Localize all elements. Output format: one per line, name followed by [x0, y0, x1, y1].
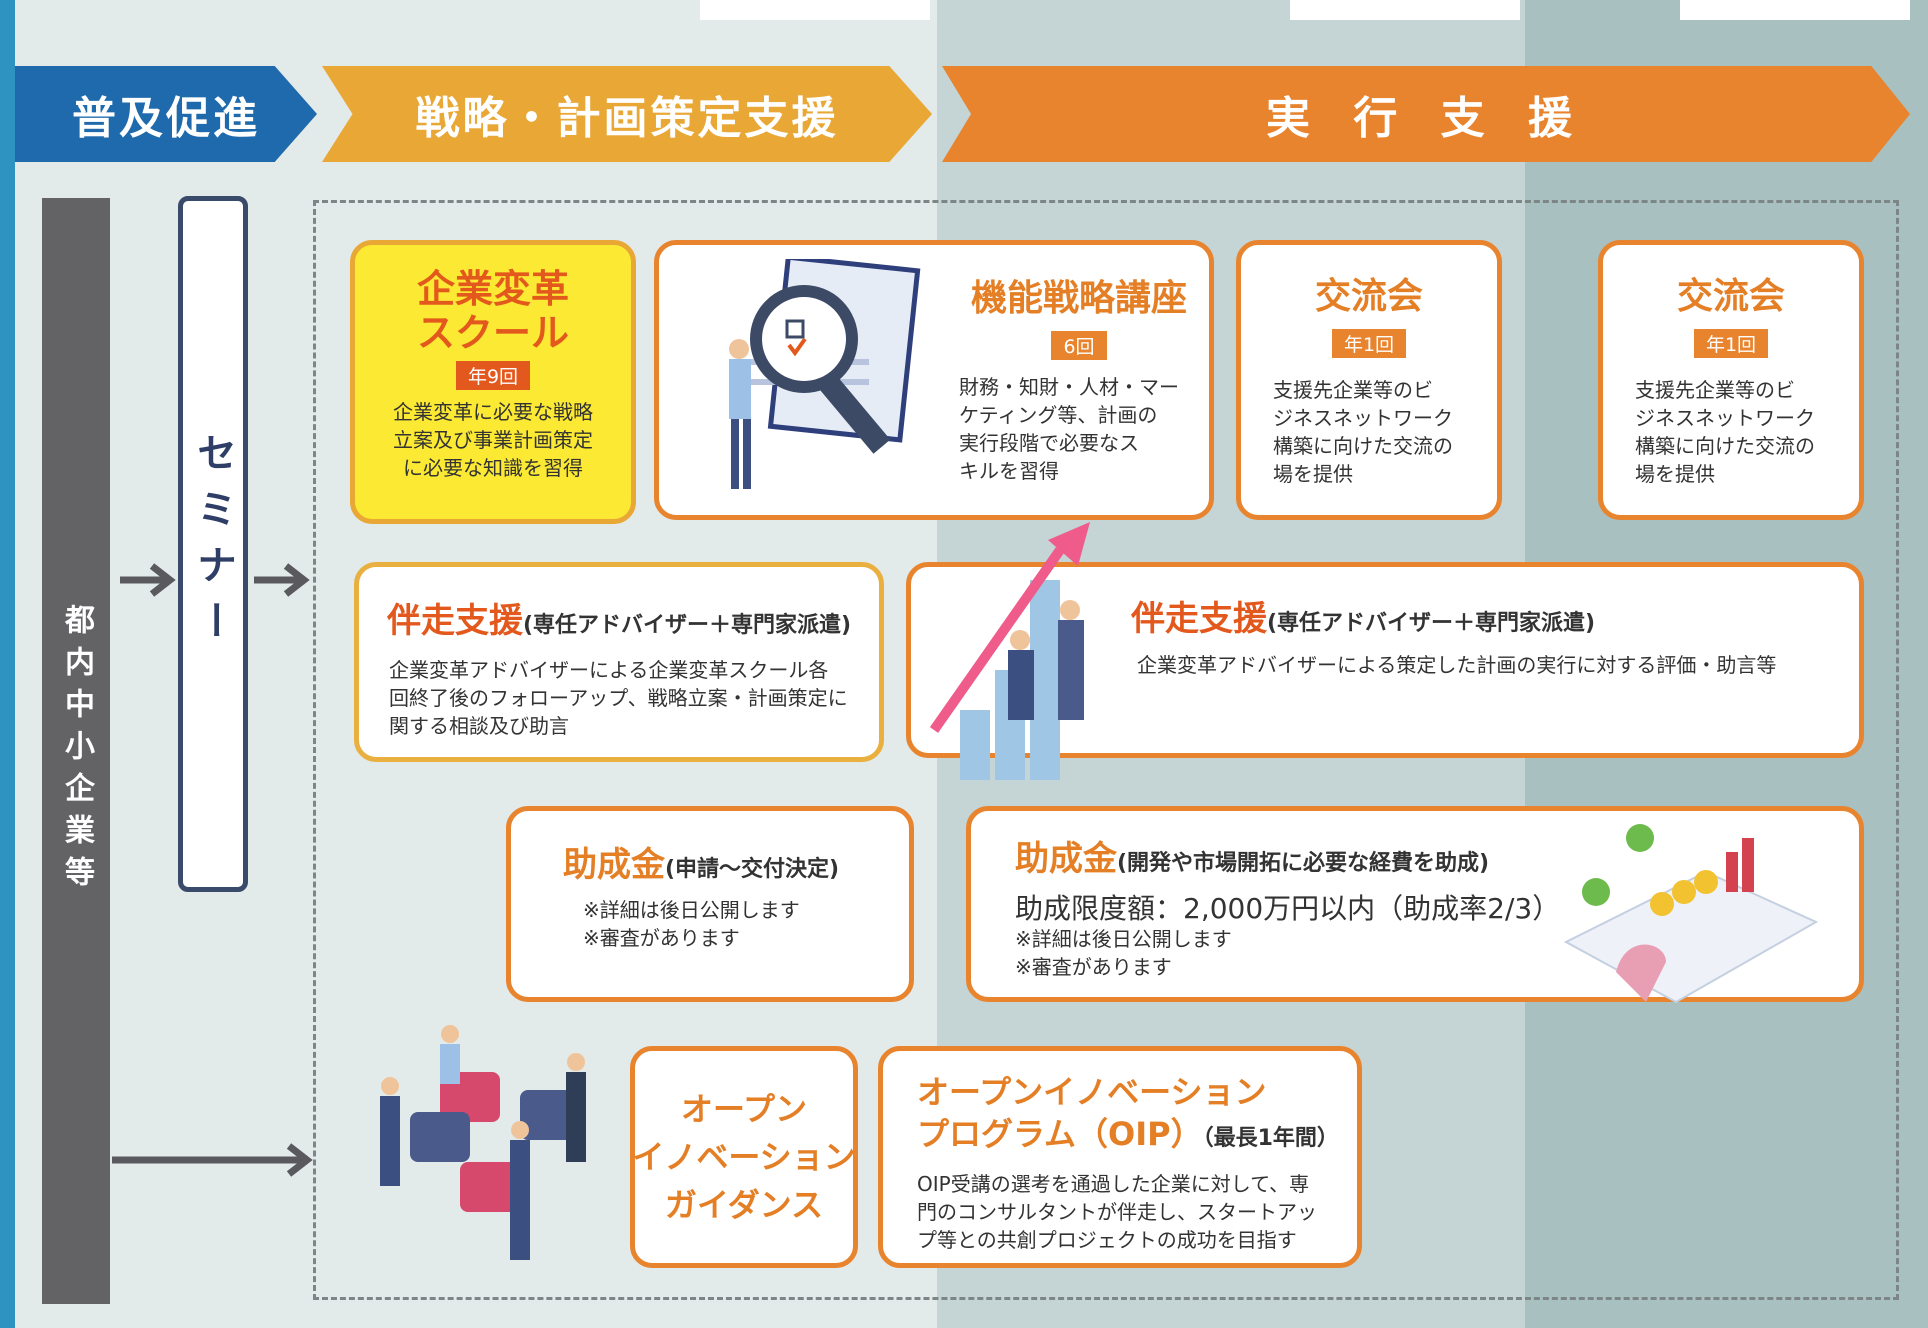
function-course-title: 機能戦略講座 [970, 278, 1187, 319]
oi-guidance-label: オープンイノベーションガイダンス [632, 1090, 856, 1224]
exchange-desc: 支援先企業等のビジネスネットワーク 構築に向けた交流の場を提供 [1635, 378, 1815, 486]
exchange-box-1: 交流会 年1回 支援先企業等のビジネスネットワーク 構築に向けた交流の場を提供 [1236, 240, 1502, 520]
arrow-right-icon [120, 563, 176, 597]
exchange-desc: 支援先企業等のビジネスネットワーク 構築に向けた交流の場を提供 [1273, 378, 1453, 486]
subsidy-notes: ※詳細は後日公開します※審査があります [583, 898, 800, 950]
arrow-right-icon [112, 1143, 313, 1177]
arrow-right-icon [254, 563, 310, 597]
banner-promotion: 普及促進 [15, 66, 317, 162]
accompany-desc: 企業変革アドバイザーによる企業変革スクール各回終了後のフォローアップ、戦略立案・… [389, 658, 848, 738]
accompany-desc: 企業変革アドバイザーによる策定した計画の実行に対する評価・助言等 [1137, 653, 1777, 677]
target-companies-label: 都内中小企業等 [59, 604, 94, 898]
column-header-tab [700, 0, 930, 20]
function-course-header: 機能戦略講座 6回 [959, 269, 1199, 360]
function-course-badge: 6回 [1051, 331, 1107, 360]
exchange-badge: 年1回 [1331, 329, 1407, 358]
subsidy-limit: 助成限度額：2,000万円以内（助成率2/3） [1015, 892, 1561, 925]
column-header-tab [1290, 0, 1520, 20]
school-box: 企業変革スクール 年9回 企業変革に必要な戦略立案及び事業計画策定に必要な知識を… [350, 240, 636, 524]
program-area-outline [313, 200, 1899, 1300]
oip-title: オープンイノベーション プログラム（OIP）（最長1年間） [917, 1073, 1339, 1153]
oip-box: オープンイノベーション プログラム（OIP）（最長1年間） OIP受講の選考を通… [878, 1046, 1362, 1268]
banner-strategy: 戦略・計画策定支援 [322, 66, 932, 162]
subsidy-notes: ※詳細は後日公開します※審査があります [1015, 927, 1232, 979]
exchange-title: 交流会 [1676, 276, 1785, 317]
magnifier-document-illustration [729, 259, 921, 489]
accompany-header: 伴走支援(専任アドバイザー＋専門家派遣) [1131, 599, 1596, 639]
exchange-title: 交流会 [1314, 276, 1423, 317]
function-course-box: 機能戦略講座 6回 財務・知財・人材・マーケティング等、計画の 実行段階で必要な… [654, 240, 1214, 520]
seminar-box: セミナー [178, 196, 248, 892]
column-header-tab [1680, 0, 1910, 20]
accompany-box-2: 伴走支援(専任アドバイザー＋専門家派遣) 企業変革アドバイザーによる策定した計画… [906, 562, 1864, 758]
seminar-label: セミナー [190, 432, 236, 656]
growth-handshake-illustration [929, 522, 1090, 780]
subsidy-header: 助成金(申請〜交付決定) [563, 845, 840, 885]
puzzle-team-illustration [380, 1025, 586, 1260]
exchange-badge: 年1回 [1693, 329, 1769, 358]
target-companies-bar: 都内中小企業等 [42, 198, 110, 1304]
finance-illustration [1563, 824, 1819, 1004]
accompany-box-1: 伴走支援(専任アドバイザー＋専門家派遣) 企業変革アドバイザーによる企業変革スク… [354, 562, 884, 762]
school-desc: 企業変革に必要な戦略立案及び事業計画策定に必要な知識を習得 [393, 400, 593, 480]
subsidy-header: 助成金(開発や市場開拓に必要な経費を助成) [1015, 839, 1490, 879]
oip-desc: OIP受講の選考を通過した企業に対して、専門のコンサルタントが伴走し、スタートア… [917, 1172, 1317, 1252]
banner-execution: 実 行 支 援 [942, 66, 1910, 162]
oi-guidance-box: オープンイノベーションガイダンス [630, 1046, 858, 1268]
function-course-desc: 財務・知財・人材・マーケティング等、計画の 実行段階で必要なスキルを習得 [959, 375, 1179, 483]
exchange-box-2: 交流会 年1回 支援先企業等のビジネスネットワーク 構築に向けた交流の場を提供 [1598, 240, 1864, 520]
accompany-header: 伴走支援(専任アドバイザー＋専門家派遣) [387, 601, 852, 641]
school-title: 企業変革スクール [416, 267, 569, 355]
school-badge: 年9回 [455, 361, 531, 390]
subsidy-box-1: 助成金(申請〜交付決定) ※詳細は後日公開します※審査があります [506, 806, 914, 1002]
